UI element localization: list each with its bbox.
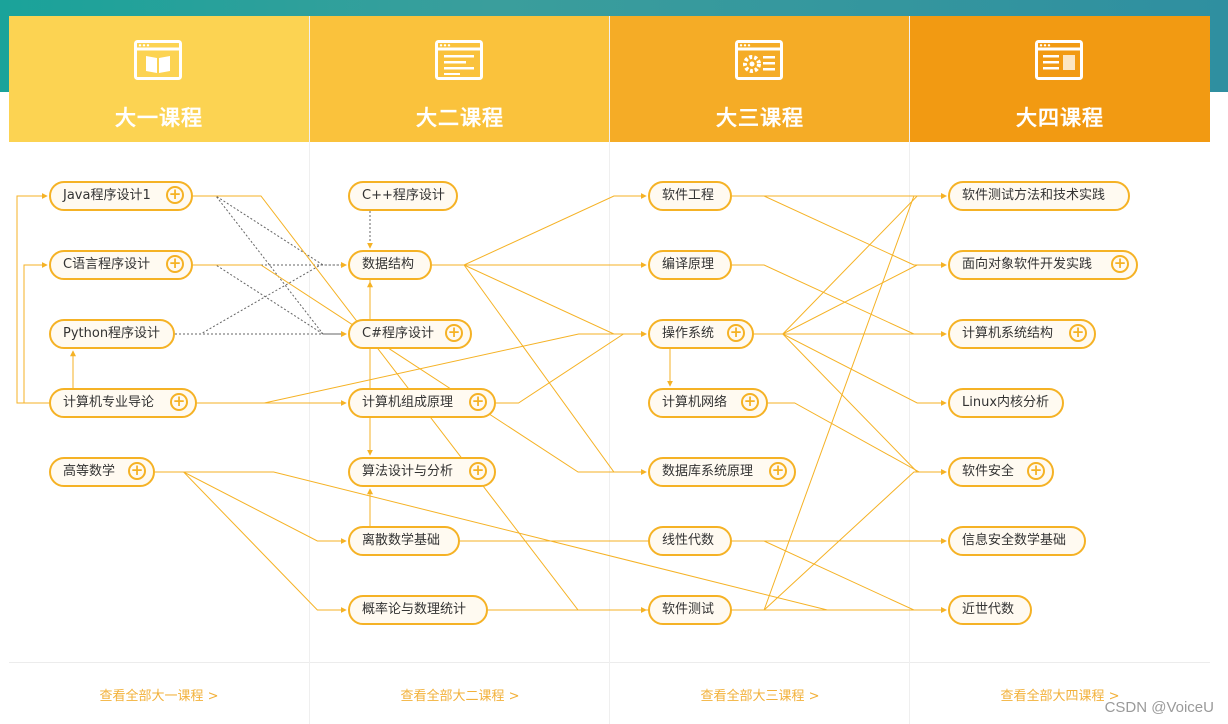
course-node-discrete[interactable]: 离散数学基础 — [348, 526, 460, 556]
expand-plus-icon[interactable]: + — [1027, 462, 1045, 480]
expand-plus-icon[interactable]: + — [769, 462, 787, 480]
column-title: 大一课程 — [115, 106, 203, 130]
column-footer: 查看全部大一课程 > — [9, 662, 309, 724]
course-node-math[interactable]: 高等数学 + — [49, 457, 155, 487]
gear-window-icon — [735, 40, 783, 80]
course-node-cpp[interactable]: C++程序设计 — [348, 181, 458, 211]
course-label: 数据结构 — [362, 257, 415, 272]
course-label: 编译原理 — [662, 257, 715, 272]
course-label: 软件工程 — [662, 188, 715, 203]
layout-window-icon — [1035, 40, 1083, 80]
course-node-c[interactable]: C语言程序设计 + — [49, 250, 193, 280]
expand-plus-icon[interactable]: + — [469, 393, 487, 411]
course-node-compiler[interactable]: 编译原理 — [648, 250, 732, 280]
course-label: C语言程序设计 — [63, 257, 151, 272]
course-node-intro[interactable]: 计算机专业导论 + — [49, 388, 197, 418]
course-node-linalg[interactable]: 线性代数 — [648, 526, 732, 556]
course-node-cs[interactable]: C#程序设计 + — [348, 319, 472, 349]
course-node-oop[interactable]: 面向对象软件开发实践 + — [948, 250, 1138, 280]
course-node-os[interactable]: 操作系统 + — [648, 319, 754, 349]
course-label: 操作系统 — [662, 326, 715, 341]
course-label: 软件安全 — [962, 464, 1015, 479]
expand-plus-icon[interactable]: + — [1111, 255, 1129, 273]
course-label: Python程序设计 — [63, 326, 161, 341]
course-node-testprac[interactable]: 软件测试方法和技术实践 — [948, 181, 1130, 211]
column-title: 大四课程 — [1016, 106, 1104, 130]
expand-plus-icon[interactable]: + — [445, 324, 463, 342]
course-label: 离散数学基础 — [362, 533, 441, 548]
column-header: 大二课程 — [310, 16, 610, 142]
column-footer: 查看全部大二课程 > — [310, 662, 610, 724]
expand-plus-icon[interactable]: + — [170, 393, 188, 411]
course-label: 概率论与数理统计 — [362, 602, 467, 617]
column-footer: 查看全部大四课程 > — [910, 662, 1210, 724]
course-node-sec[interactable]: 软件安全 + — [948, 457, 1054, 487]
view-all-year-3-link[interactable]: 查看全部大三课程 > — [700, 689, 820, 704]
course-node-se[interactable]: 软件工程 — [648, 181, 732, 211]
book-window-icon — [134, 40, 182, 80]
column-header: 大一课程 — [9, 16, 309, 142]
course-node-linux[interactable]: Linux内核分析 — [948, 388, 1064, 418]
view-all-year-2-link[interactable]: 查看全部大二课程 > — [400, 689, 520, 704]
expand-plus-icon[interactable]: + — [1069, 324, 1087, 342]
course-label: Java程序设计1 — [63, 188, 151, 203]
course-label: C++程序设计 — [362, 188, 445, 203]
column-title: 大三课程 — [716, 106, 804, 130]
expand-plus-icon[interactable]: + — [166, 186, 184, 204]
column-year-1: 大一课程 查看全部大一课程 > — [9, 16, 309, 724]
column-header: 大三课程 — [610, 16, 910, 142]
course-label: 数据库系统原理 — [662, 464, 754, 479]
course-node-arch[interactable]: 计算机系统结构 + — [948, 319, 1096, 349]
expand-plus-icon[interactable]: + — [128, 462, 146, 480]
course-node-prob[interactable]: 概率论与数理统计 — [348, 595, 488, 625]
course-label: C#程序设计 — [362, 326, 434, 341]
course-node-java[interactable]: Java程序设计1 + — [49, 181, 193, 211]
expand-plus-icon[interactable]: + — [741, 393, 759, 411]
watermark: CSDN @VoiceU — [1104, 699, 1214, 716]
column-header: 大四课程 — [910, 16, 1210, 142]
column-title: 大二课程 — [416, 106, 504, 130]
course-node-org[interactable]: 计算机组成原理 + — [348, 388, 496, 418]
course-node-algo[interactable]: 算法设计与分析 + — [348, 457, 496, 487]
course-label: Linux内核分析 — [962, 395, 1050, 410]
course-node-test[interactable]: 软件测试 — [648, 595, 732, 625]
course-node-net[interactable]: 计算机网络 + — [648, 388, 768, 418]
course-node-ds[interactable]: 数据结构 — [348, 250, 432, 280]
expand-plus-icon[interactable]: + — [469, 462, 487, 480]
expand-plus-icon[interactable]: + — [727, 324, 745, 342]
course-label: 软件测试方法和技术实践 — [962, 188, 1106, 203]
course-node-secmath[interactable]: 信息安全数学基础 — [948, 526, 1086, 556]
course-label: 计算机系统结构 — [962, 326, 1054, 341]
course-label: 算法设计与分析 — [362, 464, 454, 479]
course-label: 线性代数 — [662, 533, 715, 548]
course-node-python[interactable]: Python程序设计 — [49, 319, 175, 349]
course-label: 高等数学 — [63, 464, 116, 479]
course-label: 计算机组成原理 — [362, 395, 454, 410]
column-year-3: 大三课程 查看全部大三课程 > — [609, 16, 910, 724]
course-node-algebra[interactable]: 近世代数 — [948, 595, 1032, 625]
course-label: 计算机网络 — [662, 395, 728, 410]
course-label: 软件测试 — [662, 602, 715, 617]
column-footer: 查看全部大三课程 > — [610, 662, 910, 724]
expand-plus-icon[interactable]: + — [166, 255, 184, 273]
document-window-icon — [435, 40, 483, 80]
view-all-year-1-link[interactable]: 查看全部大一课程 > — [99, 689, 219, 704]
course-label: 计算机专业导论 — [63, 395, 155, 410]
view-all-year-4-link[interactable]: 查看全部大四课程 > — [1000, 689, 1120, 704]
course-label: 面向对象软件开发实践 — [962, 257, 1093, 272]
course-label: 近世代数 — [962, 602, 1015, 617]
course-label: 信息安全数学基础 — [962, 533, 1067, 548]
course-node-db[interactable]: 数据库系统原理 + — [648, 457, 796, 487]
